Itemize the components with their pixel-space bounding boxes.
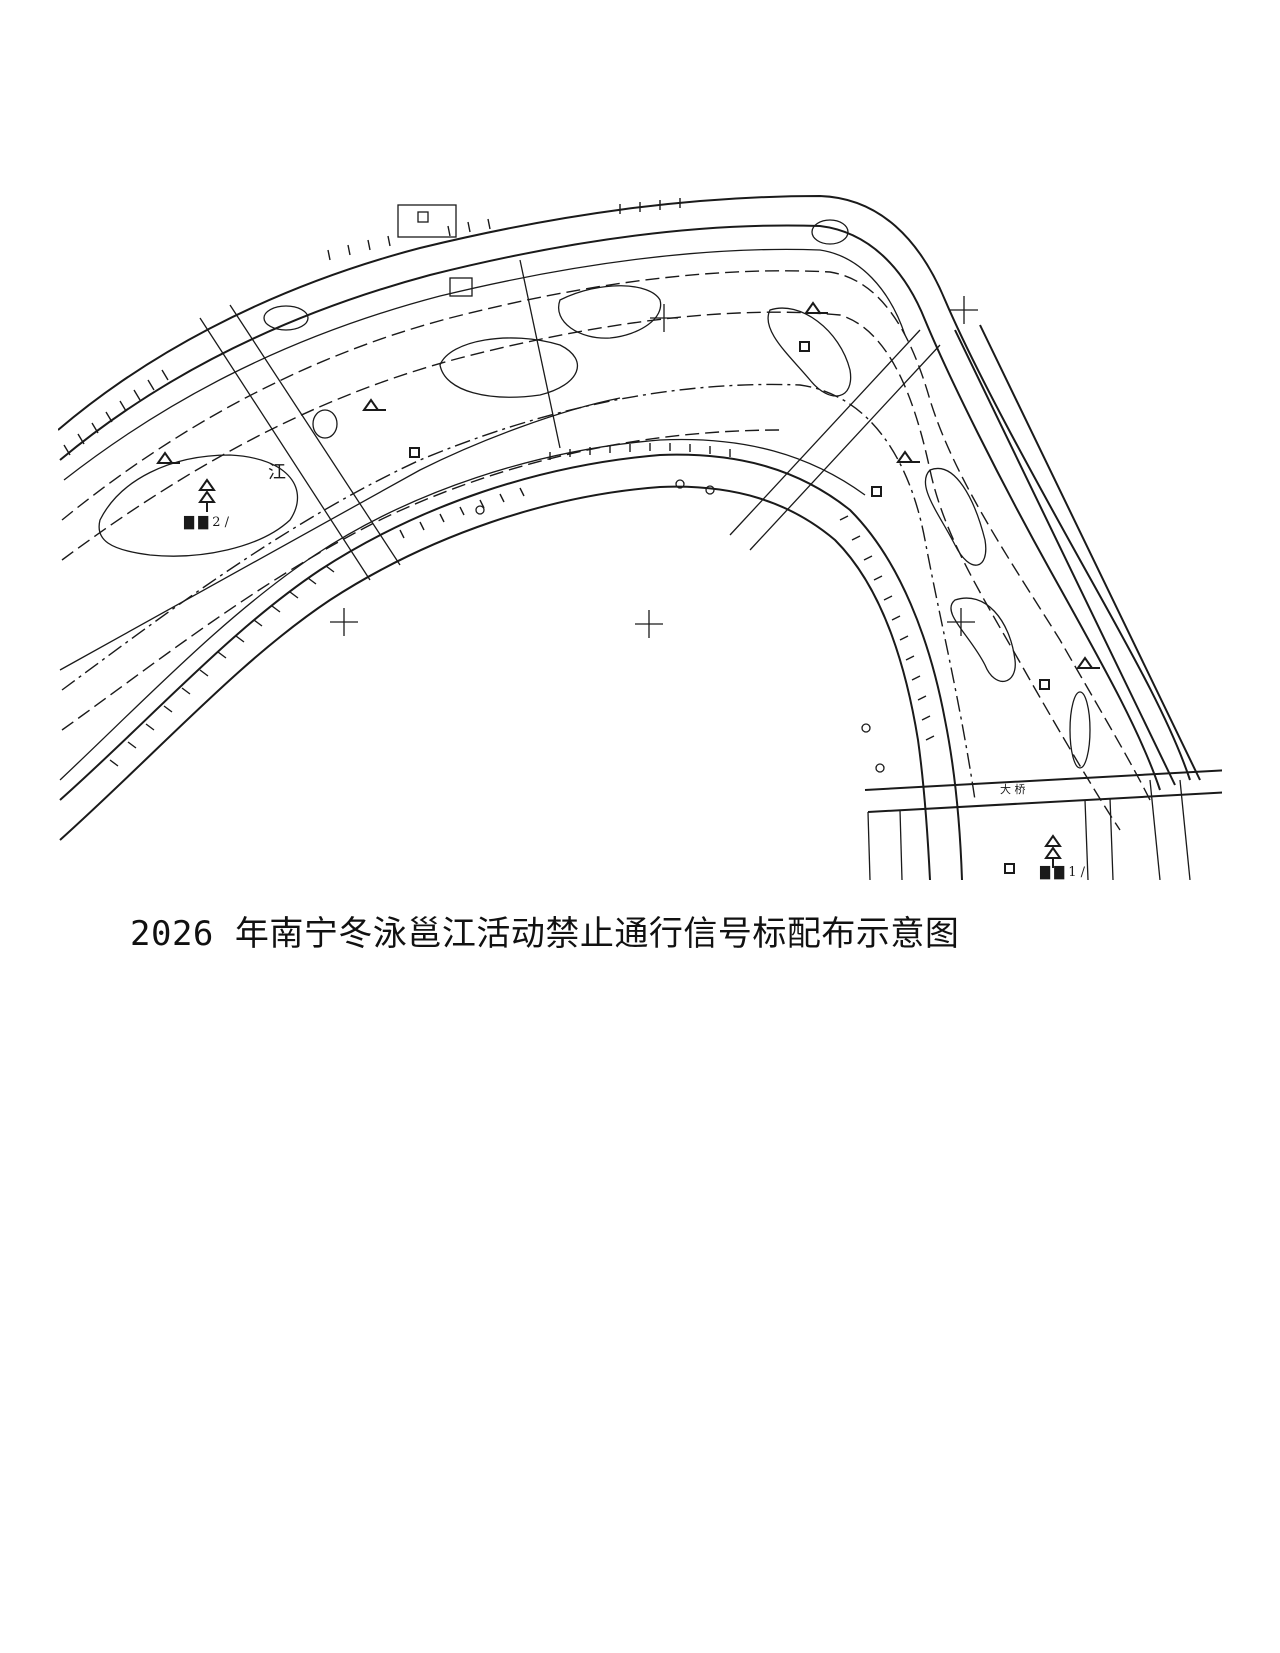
map-caption: 2026 年南宁冬泳邕江活动禁止通行信号标配布示意图: [130, 914, 960, 954]
signal-marker-right-label: ▇ ▇ 1 /: [1039, 865, 1086, 880]
survey-crosses: [330, 296, 978, 638]
section-lines: [59, 259, 941, 671]
depth-contours: [61, 270, 1151, 831]
signal-marker-left: ▇ ▇ 2 /: [183, 478, 230, 530]
north-bank: [57, 194, 1191, 791]
signal-marker-right: ▇ ▇ 1 /: [1039, 834, 1086, 880]
south-bank: [59, 438, 963, 881]
river-label: 江: [268, 462, 286, 483]
river-map: ▇ ▇ 2 / ▇ ▇ 1 / 江 大 桥: [57, 194, 1233, 881]
signal-triangles: [156, 301, 1100, 874]
signal-marker-left-label: ▇ ▇ 2 /: [183, 515, 230, 530]
bridge: [864, 769, 1233, 881]
road-label: 大 桥: [1000, 782, 1026, 796]
